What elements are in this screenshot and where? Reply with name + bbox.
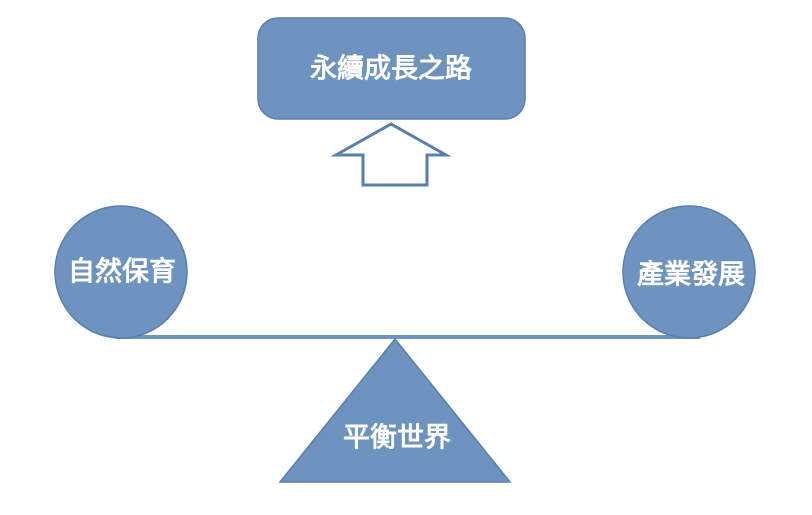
right-weight-label: 產業發展 xyxy=(637,259,745,291)
goal-box: 永續成長之路 xyxy=(257,17,526,120)
left-weight-label: 自然保育 xyxy=(68,256,176,288)
goal-box-shape xyxy=(257,17,526,120)
fulcrum-label: 平衡世界 xyxy=(343,423,451,454)
goal-label: 永續成長之路 xyxy=(309,53,473,85)
right-weight-circle xyxy=(622,205,756,339)
left-weight-circle xyxy=(54,205,188,339)
fulcrum: 平衡世界 xyxy=(278,337,512,483)
fulcrum-triangle xyxy=(278,337,512,483)
up-arrow-icon xyxy=(330,122,452,187)
left-weight: 自然保育 xyxy=(54,205,188,339)
right-weight: 產業發展 xyxy=(622,205,756,339)
